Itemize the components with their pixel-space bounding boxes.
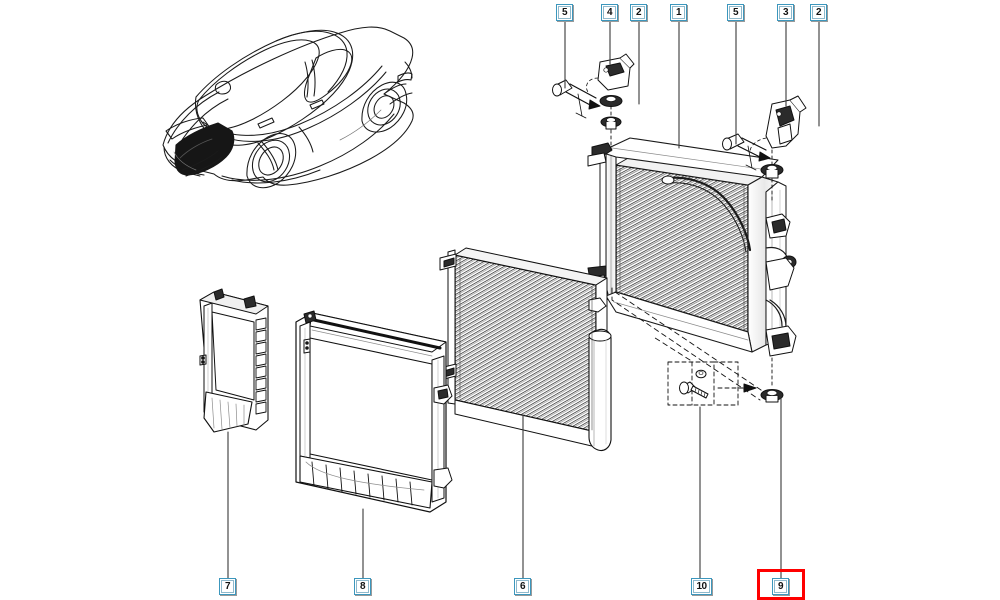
callout-6-bot-6[interactable]: 6 — [514, 578, 531, 595]
callout-2-top-2a[interactable]: 2 — [630, 4, 647, 21]
callout-2-top-2b[interactable]: 2 — [810, 4, 827, 21]
callout-number: 9 — [774, 580, 787, 593]
callout-number: 2 — [632, 6, 645, 19]
callout-3-top-3[interactable]: 3 — [777, 4, 794, 21]
callout-4-top-4[interactable]: 4 — [601, 4, 618, 21]
highlight-rectangle-callout-9 — [757, 569, 805, 600]
callout-8-bot-8[interactable]: 8 — [354, 578, 371, 595]
upper-left-bracket-group — [552, 53, 635, 153]
callout-5-top-5b[interactable]: 5 — [727, 4, 744, 21]
callout-number: 4 — [603, 6, 616, 19]
callout-10-bot-10[interactable]: 10 — [691, 578, 712, 595]
radiator-assembly — [585, 137, 797, 357]
callout-number: 10 — [693, 580, 710, 593]
callout-7-bot-7[interactable]: 7 — [219, 578, 236, 595]
callout-number: 2 — [812, 6, 825, 19]
fan-shroud-frame — [295, 310, 453, 513]
callout-number: 5 — [729, 6, 742, 19]
callout-5-top-5a[interactable]: 5 — [556, 4, 573, 21]
callout-9-bot-9[interactable]: 9 — [772, 578, 789, 595]
air-guide-deflector — [199, 288, 269, 433]
fixing-screw-kit-group — [667, 361, 757, 406]
callout-number: 6 — [516, 580, 529, 593]
assembly-alignment-guides — [611, 287, 765, 401]
vehicle-illustration — [162, 26, 414, 189]
callout-number: 7 — [221, 580, 234, 593]
callout-number: 5 — [558, 6, 571, 19]
callout-1-top-1[interactable]: 1 — [670, 4, 687, 21]
callout-number: 8 — [356, 580, 369, 593]
lower-mount-grommet-group — [760, 357, 784, 403]
condenser-assembly — [439, 247, 612, 452]
upper-right-bracket-group — [722, 95, 807, 201]
callout-number: 3 — [779, 6, 792, 19]
callout-leader-lines — [227, 20, 820, 579]
callout-number: 1 — [672, 6, 685, 19]
